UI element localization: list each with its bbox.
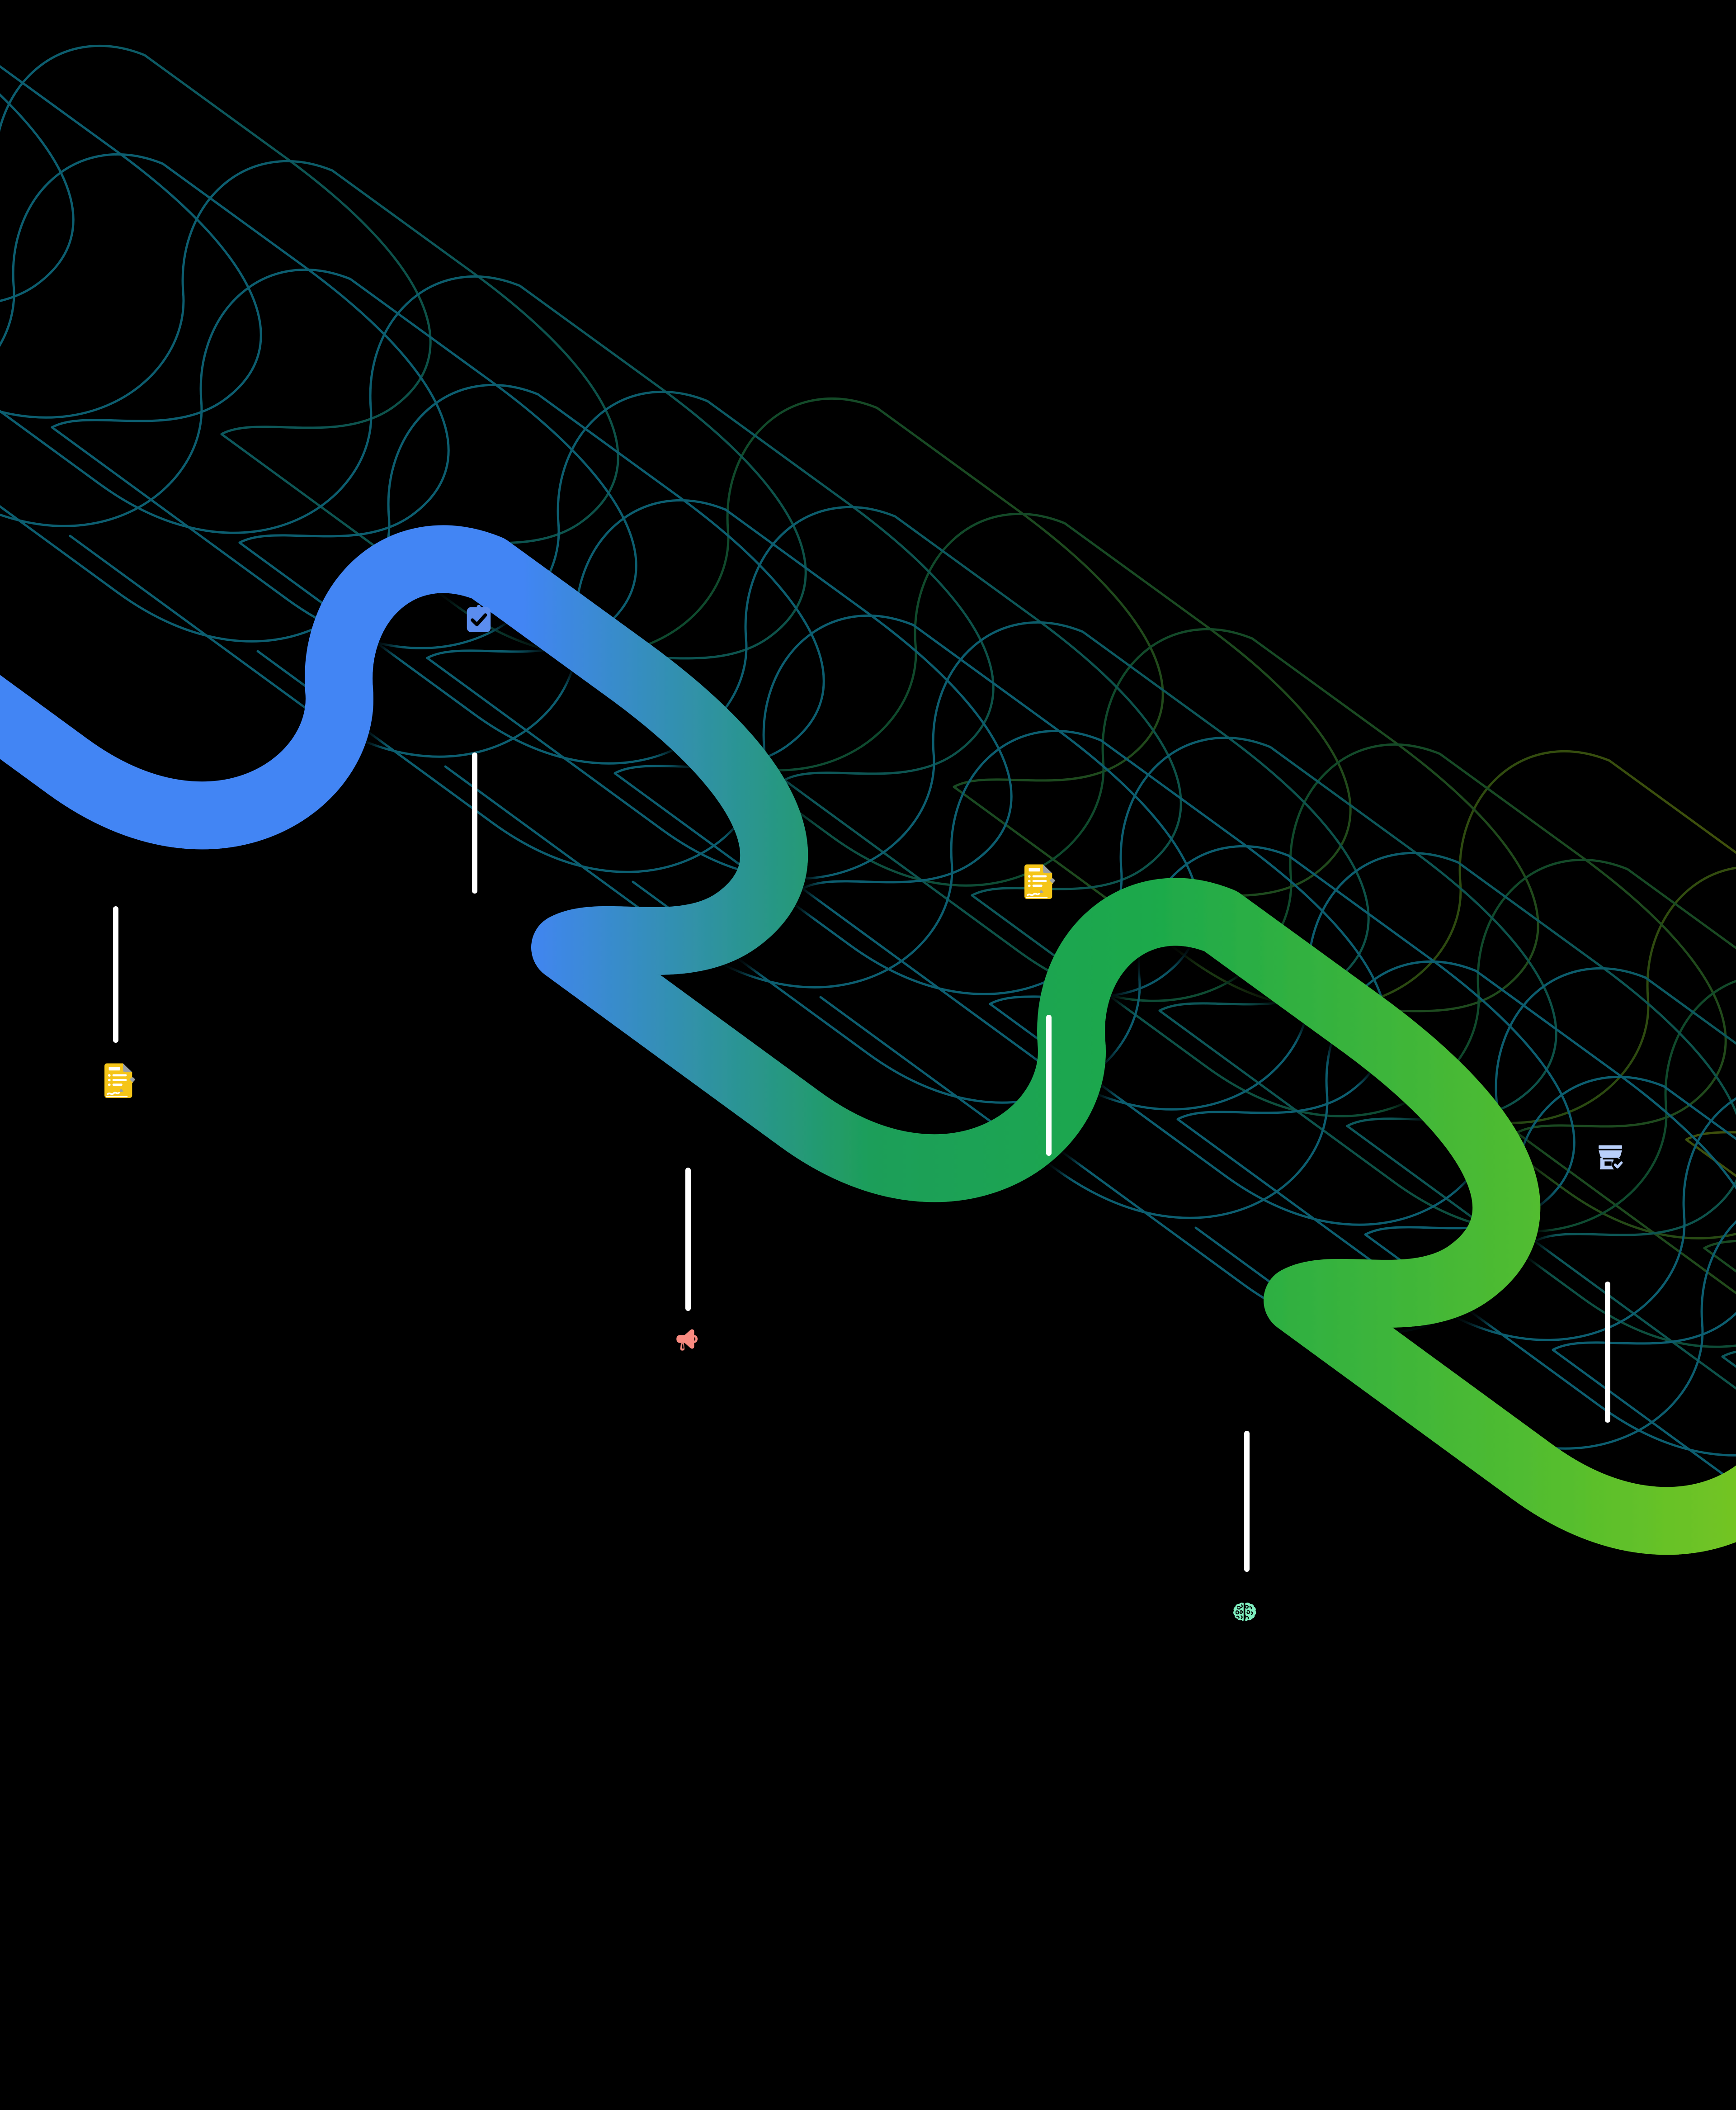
contract-signature-icon[interactable]: [1020, 863, 1057, 900]
storefront-check-icon[interactable]: [1595, 1142, 1625, 1172]
brain-icon[interactable]: [1231, 1600, 1257, 1626]
clipboard-check-icon[interactable]: [463, 604, 495, 635]
background-journey-line: [0, 65, 1736, 1295]
background-journey-line: [0, 269, 1736, 1233]
main-journey-ribbon[interactable]: [0, 525, 1736, 2006]
background-journey-line: [69, 499, 1736, 1390]
background-journey-line: [444, 730, 1736, 1341]
background-journey-line: [256, 615, 1736, 1368]
megaphone-icon[interactable]: [672, 1325, 700, 1353]
pin-group: [113, 752, 1610, 1572]
contract-signature-icon[interactable]: [100, 1062, 137, 1099]
ribbon-group: [0, 525, 1736, 2006]
